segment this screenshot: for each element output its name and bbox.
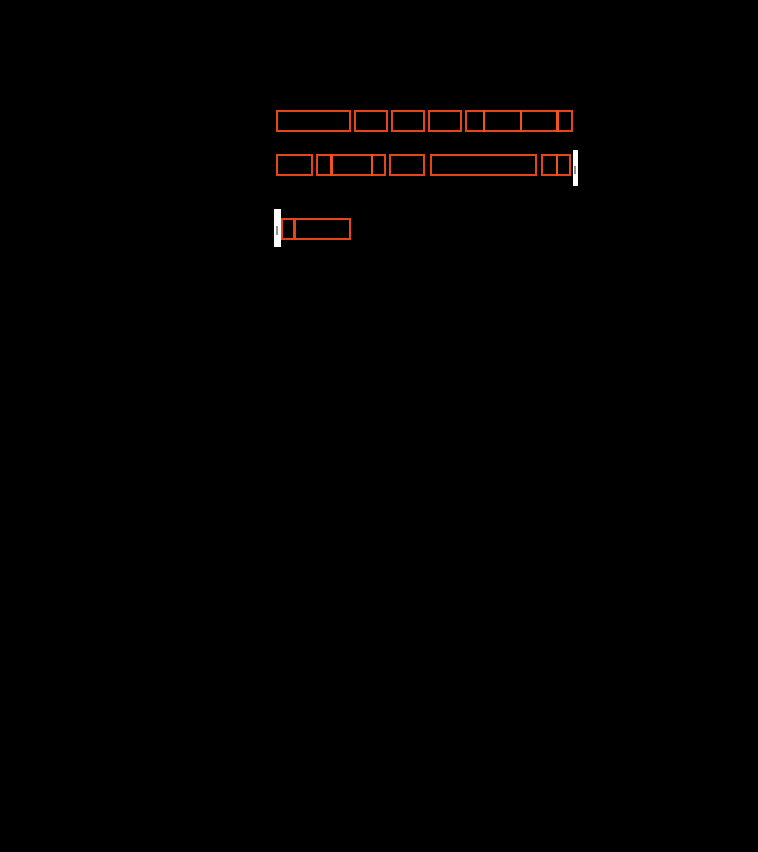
box-3-2[interactable] bbox=[294, 218, 351, 240]
box-2-2[interactable] bbox=[316, 154, 386, 176]
box-3-1[interactable] bbox=[281, 218, 295, 240]
caret-row-2-mark bbox=[574, 166, 576, 174]
box-1-4[interactable] bbox=[428, 110, 462, 132]
divider-2-3 bbox=[556, 154, 558, 176]
divider-1-1 bbox=[483, 110, 485, 132]
divider-2-2 bbox=[371, 154, 373, 176]
box-2-1[interactable] bbox=[276, 154, 313, 176]
divider-1-2 bbox=[520, 110, 522, 132]
box-2-3[interactable] bbox=[389, 154, 425, 176]
box-1-2[interactable] bbox=[354, 110, 388, 132]
box-1-3[interactable] bbox=[391, 110, 425, 132]
box-2-4[interactable] bbox=[430, 154, 537, 176]
box-1-5[interactable] bbox=[465, 110, 573, 132]
caret-row-3-mark bbox=[276, 226, 278, 235]
divider-2-1 bbox=[330, 154, 333, 176]
divider-1-3 bbox=[556, 110, 559, 132]
box-1-1[interactable] bbox=[276, 110, 351, 132]
